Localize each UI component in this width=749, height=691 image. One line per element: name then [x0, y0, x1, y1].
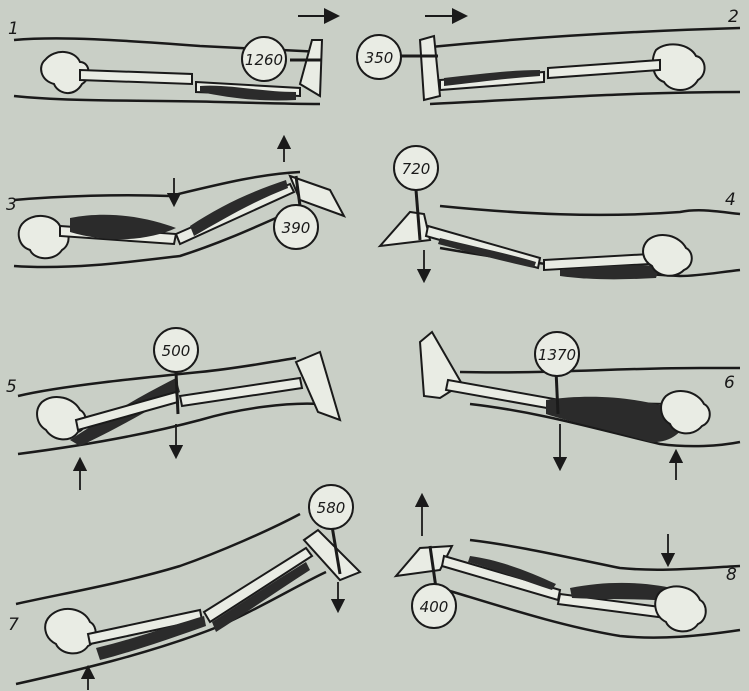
- panel-3-weight-label: 390: [282, 219, 311, 237]
- panel-6-weight-label: 1370: [538, 346, 576, 364]
- panel-5-number: 5: [6, 377, 17, 397]
- panel-2-number: 2: [728, 7, 739, 27]
- panel-7-body-outline: [16, 514, 326, 684]
- panel-8-weight-label: 400: [420, 598, 449, 616]
- panel-4-weight-label: 720: [402, 160, 431, 178]
- panel-3-number: 3: [6, 195, 17, 215]
- panel-7: 7 580: [8, 485, 360, 690]
- panel-1-number: 1: [8, 19, 19, 39]
- panel-1-femur-bone: [80, 70, 192, 84]
- panel-2-weight-label: 350: [365, 49, 394, 67]
- panel-6: 6 1370: [420, 332, 740, 480]
- panel-5-pelvis-bone: [37, 397, 86, 439]
- panel-8: 8 400: [396, 500, 740, 638]
- panel-4-number: 4: [725, 190, 736, 210]
- panel-3-pelvis-bone: [19, 216, 69, 258]
- panel-2-femur-bone: [548, 60, 660, 78]
- panel-5-tibia-bone: [180, 378, 302, 406]
- panel-3: 3 390: [6, 142, 344, 267]
- panel-5: 5 500: [6, 328, 340, 490]
- panel-8-number: 8: [726, 565, 737, 585]
- panel-4: 4 720: [380, 146, 740, 279]
- panel-1: 1 1260: [8, 19, 322, 104]
- panel-7-number: 7: [8, 615, 19, 635]
- panel-6-number: 6: [724, 373, 735, 393]
- panel-1-weight-label: 1260: [245, 51, 283, 69]
- panel-5-strap: [176, 372, 178, 414]
- panel-7-pelvis-bone: [45, 609, 96, 654]
- panel-8-pelvis-bone: [655, 586, 706, 631]
- panel-1-foot: [300, 40, 322, 96]
- panel-4-foot: [380, 212, 430, 246]
- panel-6-tibia-bone: [446, 380, 560, 410]
- panel-5-femur-bone: [76, 392, 178, 430]
- panel-7-tibia-bone: [204, 548, 312, 622]
- panel-2: 2 350: [357, 7, 740, 104]
- panel-5-weight-label: 500: [162, 342, 191, 360]
- panel-7-weight-label: 580: [317, 499, 346, 517]
